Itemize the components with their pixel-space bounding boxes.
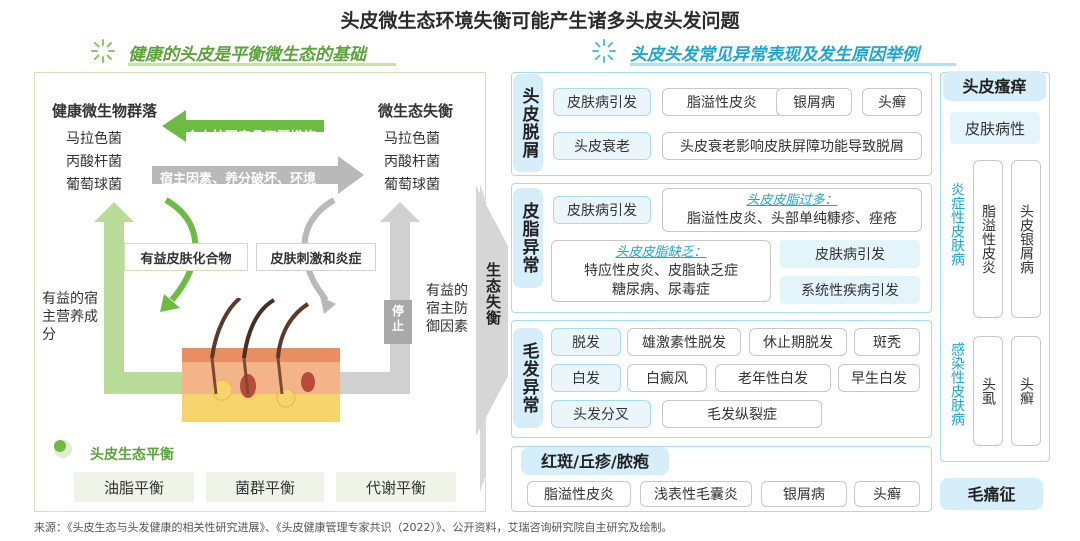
imbalance-title: 微生态失衡	[378, 102, 454, 120]
left-section-title: 健康的头皮是平衡微生态的基础	[128, 45, 366, 65]
dandruff-item: 头癣	[862, 88, 922, 116]
rash-group	[511, 446, 932, 512]
scalp-aging: 头皮衰老	[553, 132, 651, 160]
host-factor-label: 宿主因素、养分破坏、环境	[160, 172, 317, 187]
sebum-skin-disease: 皮肤病引发	[553, 196, 651, 224]
flora-balance: 菌群平衡	[206, 472, 324, 502]
sebum-cause-skin: 皮肤病引发	[780, 240, 920, 268]
ecology-imbalance-label: 生态失衡	[484, 262, 502, 326]
split-ends: 头发分叉	[551, 400, 651, 428]
itch-infectious-item: 头癣	[1011, 336, 1041, 446]
white-hair: 白发	[551, 364, 621, 392]
microbe-item: 丙酸杆菌	[384, 154, 440, 170]
healthy-community-title: 健康微生物群落	[52, 102, 158, 120]
sebum-deficit-title: 头皮皮脂缺乏：	[615, 244, 707, 260]
sebum-label: 皮脂异常	[513, 188, 543, 288]
hair-pain-label: 毛痛征	[940, 478, 1043, 510]
rash-item: 脂溢性皮炎	[527, 481, 631, 507]
dandruff-item: 银屑病	[776, 88, 852, 116]
microbe-item: 丙酸杆菌	[66, 154, 122, 170]
green-dot-icon	[54, 440, 72, 458]
beneficial-compounds-box: 有益皮肤化合物	[124, 243, 248, 271]
itch-label: 头皮瘙痒	[943, 71, 1046, 101]
itch-infectious: 感染性皮肤病	[949, 342, 965, 426]
sebum-excess-desc: 脂溢性皮炎、头部单纯糠疹、痤疮	[687, 211, 897, 227]
itch-infectious-item: 头虱	[973, 336, 1003, 446]
split-ends-item: 毛发纵裂症	[662, 400, 822, 428]
hair-label: 毛发异常	[513, 328, 543, 428]
page-title: 头皮微生态环境失衡可能产生诸多头皮头发问题	[340, 10, 740, 32]
itch-skin-cause: 皮肤病性	[950, 112, 1040, 144]
itch-inflammatory-item: 头皮银屑病	[1011, 160, 1041, 318]
host-defense-label: 有益的宿主防御因素	[426, 283, 468, 335]
oil-balance: 油脂平衡	[74, 472, 194, 502]
rash-item: 头癣	[854, 481, 920, 507]
sebum-group	[511, 183, 932, 313]
microbe-item: 葡萄球菌	[66, 177, 122, 193]
hair-loss-item: 雄激素性脱发	[627, 328, 741, 356]
skin-irritation-box: 皮肤刺激和炎症	[256, 243, 376, 271]
itch-inflammatory-item: 脂溢性皮炎	[973, 160, 1003, 318]
dandruff-skin-disease: 皮肤病引发	[553, 88, 651, 116]
dandruff-label: 头皮脱屑	[513, 74, 543, 172]
microbe-item: 马拉色菌	[66, 131, 122, 147]
white-hair-item: 老年性白发	[715, 364, 831, 392]
right-title-underline	[630, 63, 956, 66]
right-section-title: 头皮头发常见异常表现及发生原因举例	[630, 45, 919, 65]
sebum-deficit-box: 头皮皮脂缺乏： 特应性皮炎、皮脂缺乏症 糖尿病、尿毒症	[551, 240, 771, 302]
white-hair-item: 早生白发	[838, 364, 920, 392]
dandruff-item: 脂溢性皮炎	[662, 88, 782, 116]
hair-loss-item: 休止期脱发	[749, 328, 847, 356]
rash-item: 浅表性毛囊炎	[640, 481, 752, 507]
scalp-cross-section-illustration	[182, 298, 340, 422]
itch-inflammatory: 炎症性皮肤病	[949, 182, 965, 266]
hair-loss: 脱发	[551, 328, 621, 356]
sebum-excess-box: 头皮皮脂过多： 脂溢性皮炎、头部单纯糠疹、痤疮	[662, 188, 922, 232]
stop-label: 停止	[391, 304, 404, 333]
microbe-item: 马拉色菌	[384, 131, 440, 147]
sebum-deficit-desc: 特应性皮炎、皮脂缺乏症	[584, 262, 738, 279]
imbalance-chevron	[476, 186, 508, 436]
sparkle-icon	[91, 39, 115, 63]
dandruff-group	[511, 72, 932, 176]
sebum-cause-system: 系统性疾病引发	[780, 276, 920, 304]
rash-label: 红斑/丘疹/脓疱	[521, 447, 669, 475]
hair-loss-item: 斑秃	[854, 328, 920, 356]
healthy-microbe-list: 马拉色菌 丙酸杆菌 葡萄球菌	[66, 128, 136, 197]
source-note: 来源：《头皮生态与头发健康的相关性研究进展》、《头皮健康管理专家共识（2022）…	[34, 521, 673, 534]
rash-item: 银屑病	[761, 481, 847, 507]
microbe-item: 葡萄球菌	[384, 177, 440, 193]
host-nutrition-label: 有益的宿主营养成分	[42, 291, 98, 343]
hair-group	[511, 320, 932, 438]
left-title-underline	[128, 63, 396, 66]
balance-title: 头皮生态平衡	[90, 447, 174, 463]
white-hair-item: 白癜风	[627, 364, 707, 392]
care-intervention-label: 个人护理产品干预措施	[186, 130, 317, 145]
sebum-deficit-desc: 糖尿病、尿毒症	[612, 281, 710, 298]
imbalance-microbe-list: 马拉色菌 丙酸杆菌 葡萄球菌	[384, 128, 454, 197]
scalp-aging-desc: 头皮衰老影响皮肤屏障功能导致脱屑	[662, 132, 922, 160]
metabolism-balance: 代谢平衡	[336, 472, 456, 502]
sebum-excess-title: 头皮皮脂过多：	[746, 193, 838, 208]
sparkle-icon	[592, 39, 616, 63]
